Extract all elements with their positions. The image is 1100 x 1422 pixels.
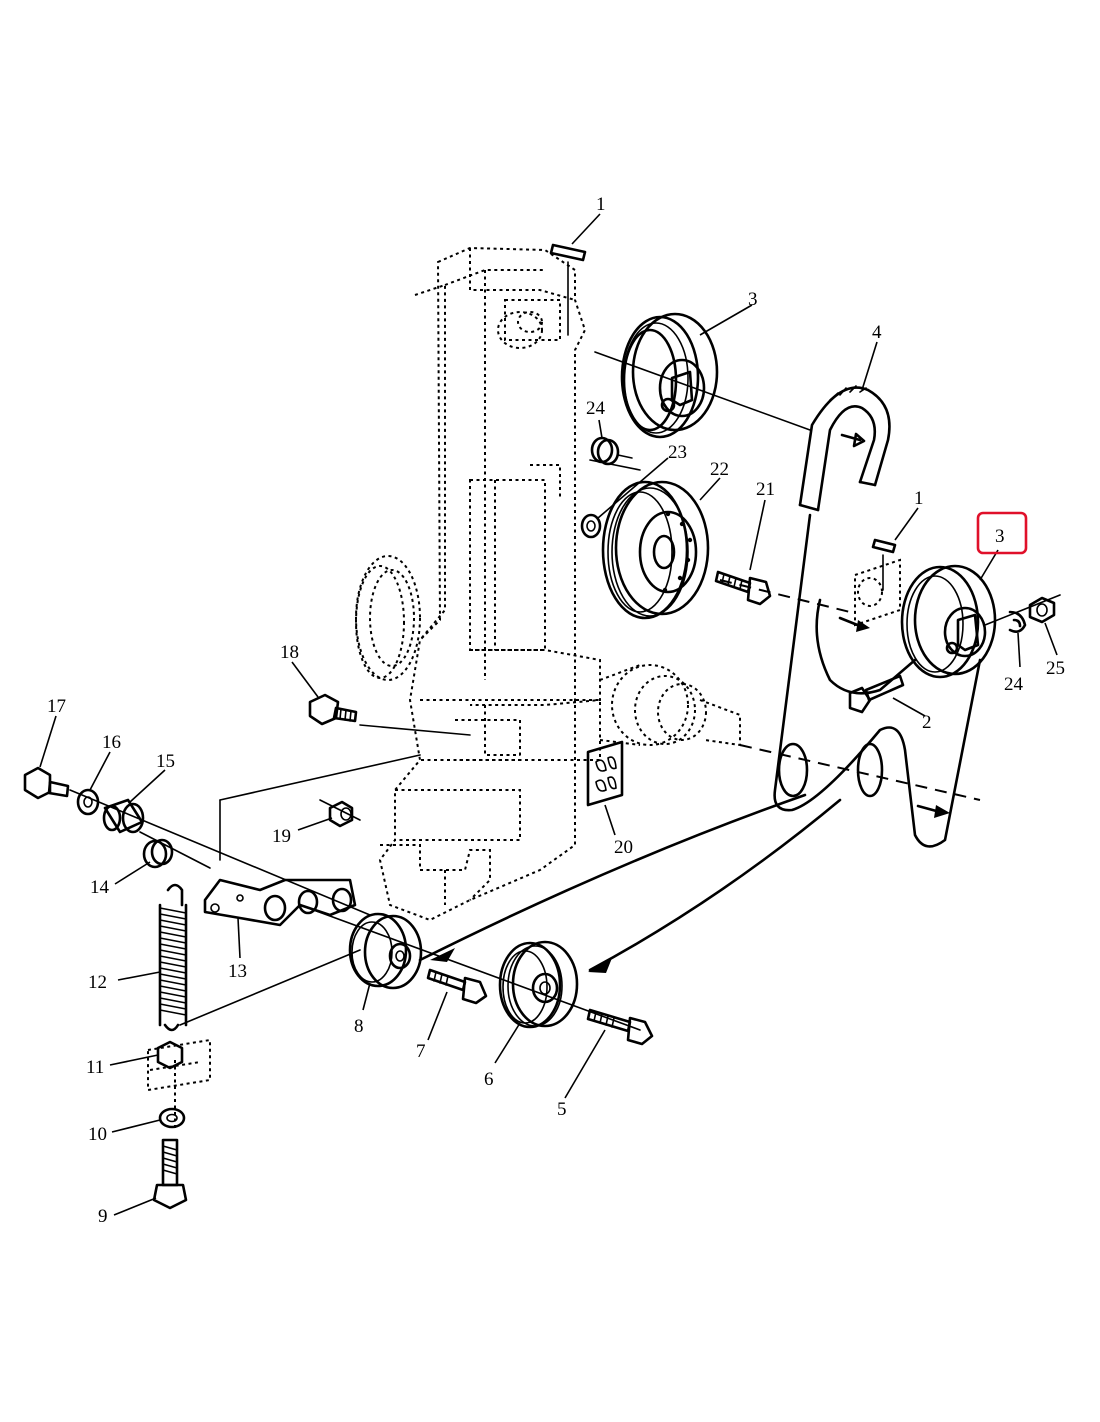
callout-labels: 1 1 2 3 3 4 5 6 7 8 9 10 11 12 13 14 15 … [47, 194, 1065, 1227]
callout-20: 20 [614, 837, 633, 858]
bolt-part-2 [848, 674, 905, 714]
callout-9: 9 [98, 1206, 108, 1227]
decal-part-20 [586, 740, 624, 807]
key-part-1-upper [549, 243, 587, 336]
bolt-part-7 [426, 968, 488, 1005]
callout-3-upper: 3 [748, 289, 758, 310]
nut-part-19 [328, 800, 354, 828]
callout-24-lower: 24 [1004, 674, 1024, 695]
callout-23: 23 [668, 442, 687, 463]
pulley-part-22 [601, 480, 710, 620]
bolt-part-17 [23, 766, 70, 800]
callout-16: 16 [102, 732, 121, 753]
belt-part-4 [798, 385, 891, 512]
callout-5: 5 [557, 1099, 567, 1120]
idler-part-6 [498, 940, 579, 1029]
callout-6: 6 [484, 1069, 494, 1090]
callout-19: 19 [272, 826, 291, 847]
nut-part-24-upper [590, 436, 633, 466]
belt-routing [418, 513, 982, 973]
callout-1-lower: 1 [914, 488, 924, 509]
idler-part-8 [348, 912, 423, 990]
callout-13: 13 [228, 961, 247, 982]
leader-lines [39, 213, 1058, 1216]
pulley-part-3-lower [900, 564, 997, 679]
bolt-part-21 [714, 570, 772, 606]
callout-15: 15 [156, 751, 175, 772]
clip-part-24-lower [1008, 610, 1027, 633]
pulley-part-3-upper [620, 312, 719, 439]
nut-part-25 [1028, 596, 1056, 624]
washer-part-10 [158, 1107, 186, 1129]
highlight-box [976, 511, 1028, 555]
callout-25: 25 [1046, 658, 1065, 679]
callout-4: 4 [872, 322, 882, 343]
phantom-frame [147, 246, 901, 1092]
callout-7: 7 [416, 1041, 426, 1062]
callout-17: 17 [47, 696, 66, 717]
callout-22: 22 [710, 459, 729, 480]
bushing-part-15 [102, 798, 145, 834]
pulley-22-bolt-holes [662, 511, 693, 593]
callout-2: 2 [922, 712, 932, 733]
bolt-part-9 [152, 1138, 188, 1210]
callout-12: 12 [88, 972, 107, 993]
washer-part-23 [580, 513, 602, 539]
callout-3-lower: 3 [995, 526, 1005, 547]
bracket-part-13 [203, 878, 357, 927]
assembly-lines [69, 351, 1061, 1130]
bolt-part-18 [308, 693, 358, 726]
spring-part-12 [158, 883, 188, 1032]
washer-part-16 [76, 788, 100, 816]
callout-11: 11 [86, 1057, 104, 1078]
callout-24-upper: 24 [586, 398, 606, 419]
callout-18: 18 [280, 642, 299, 663]
callout-21: 21 [756, 479, 775, 500]
callout-8: 8 [354, 1016, 364, 1037]
callout-14: 14 [90, 877, 110, 898]
nut-part-11 [156, 1040, 184, 1070]
callout-10: 10 [88, 1124, 107, 1145]
bolt-part-5 [586, 1008, 654, 1046]
bushing-part-14 [142, 838, 174, 869]
callout-1-upper: 1 [596, 194, 606, 215]
key-part-1-lower [871, 538, 897, 591]
